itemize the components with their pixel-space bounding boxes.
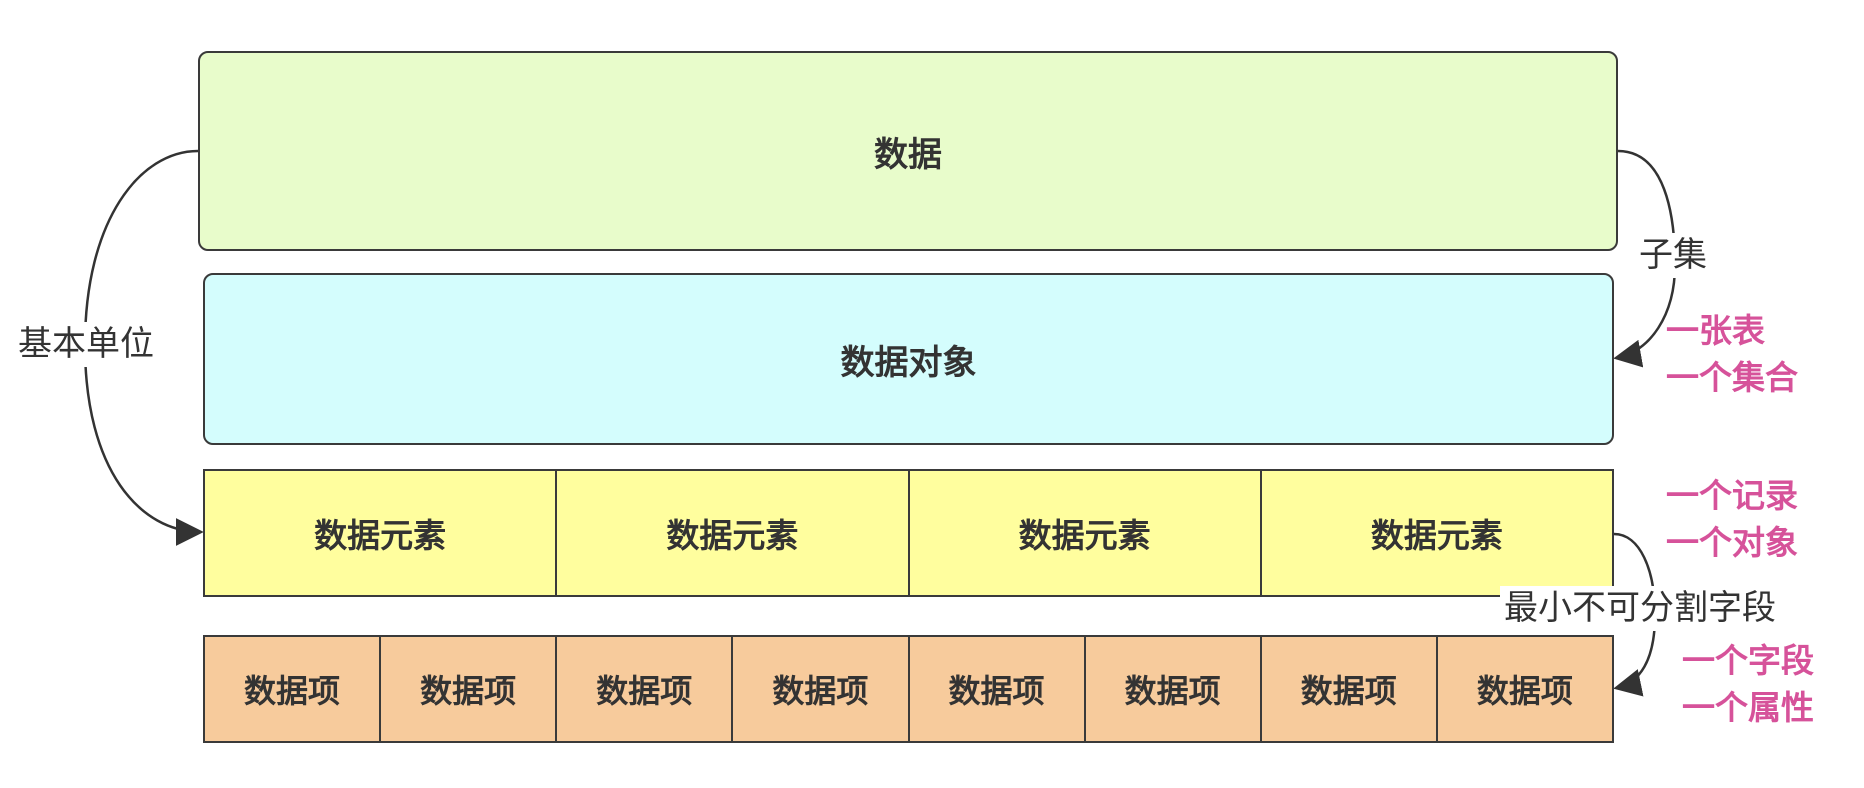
data-object-box-label: 数据对象 <box>840 342 977 383</box>
data-element-cell: 数据元素 <box>557 471 910 595</box>
data-item-cell: 数据项 <box>557 637 734 741</box>
data-element-cell: 数据元素 <box>910 471 1262 595</box>
data-box-label: 数据 <box>874 134 942 175</box>
data-item-cell: 数据项 <box>1476 672 1573 710</box>
data-item-cell: 数据项 <box>733 637 910 741</box>
data-item-cell: 数据项 <box>1086 637 1262 741</box>
data-object-box: 数据对象 <box>203 273 1614 445</box>
data-item-cell: 数据项 <box>205 637 382 741</box>
element-note: 一个记录 一个对象 <box>1666 472 1798 566</box>
item-note: 一个字段 一个属性 <box>1682 637 1814 731</box>
item-note-line: 一个字段 <box>1682 641 1814 680</box>
data-items-row: 数据项 数据项 数据项 数据项 数据项 数据项 数据项 数据项 <box>203 635 1614 743</box>
object-note-line: 一张表 <box>1666 311 1765 350</box>
smallest-field-label: 最小不可分割字段 <box>1500 586 1780 631</box>
item-note-line: 一个属性 <box>1682 688 1814 727</box>
data-box: 数据 <box>198 51 1618 251</box>
data-element-cell: 数据元素 <box>1370 516 1503 555</box>
element-note-line: 一个记录 <box>1666 476 1798 515</box>
data-element-cell: 数据元素 <box>205 471 558 595</box>
data-item-cell: 数据项 <box>910 637 1086 741</box>
data-item-cell: 数据项 <box>381 637 558 741</box>
data-elements-row: 数据元素 数据元素 数据元素 数据元素 <box>203 469 1614 597</box>
element-note-line: 一个对象 <box>1666 523 1798 562</box>
subset-label: 子集 <box>1637 233 1709 278</box>
data-item-cell: 数据项 <box>1262 637 1438 741</box>
object-note-line: 一个集合 <box>1666 358 1798 397</box>
basic-unit-label: 基本单位 <box>16 322 156 367</box>
object-note: 一张表 一个集合 <box>1666 307 1798 401</box>
